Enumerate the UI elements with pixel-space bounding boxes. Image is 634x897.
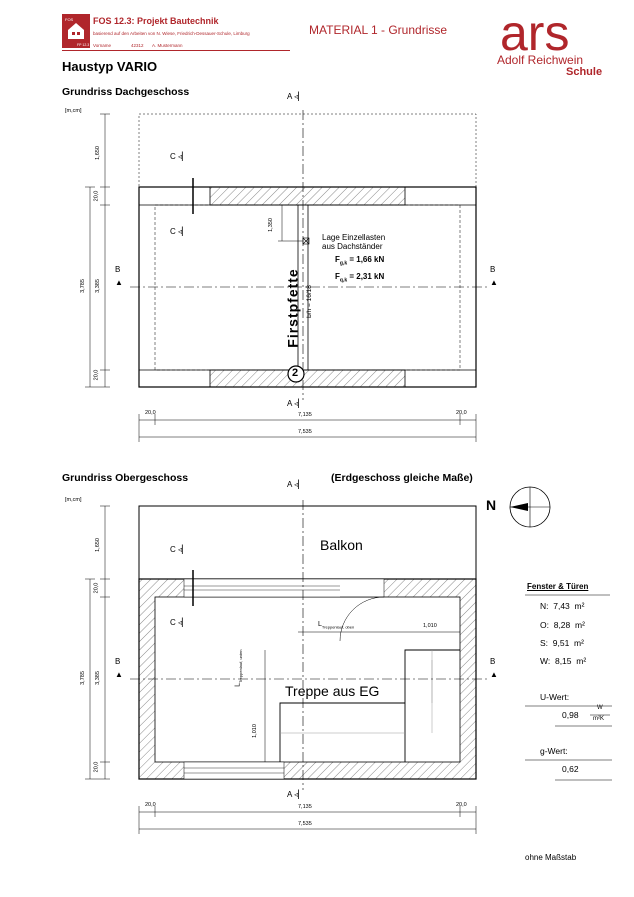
dg-dim-7135: 7,135 — [298, 412, 312, 418]
dg-plan — [85, 110, 490, 442]
badge-top: FOS — [65, 17, 74, 22]
og-balkon: Balkon — [320, 537, 363, 553]
sidebar-g-value: 0,62 — [562, 764, 579, 774]
og-dim-1010-top: 1,010 — [423, 623, 437, 629]
og-l-treppe-unten: LTreppenlauf, unten — [234, 649, 243, 687]
sidebar-row-w: W: 8,15 m² — [540, 656, 587, 666]
og-dim-7135: 7,135 — [298, 804, 312, 810]
course-title: FOS 12.3: Projekt Bautechnik — [93, 16, 219, 26]
og-b-left-arrow-icon: ▲ — [115, 670, 123, 679]
dg-dim-bottom-20-left: 20,0 — [145, 410, 156, 416]
ars-logo: ars — [500, 12, 569, 54]
dg-dim-20-top: 20,0 — [93, 190, 100, 202]
dg-section-b-left: B — [115, 265, 121, 274]
sidebar-row-o: O: 8,28 m² — [540, 620, 585, 630]
dg-fgk: Fg,k = 1,66 kN — [335, 255, 385, 267]
og-l-treppe-oben: LTreppenlauf, oben — [318, 621, 355, 630]
dg-dim-1350: 1,350 — [267, 218, 274, 232]
dg-dim-3385: 3,385 — [94, 279, 101, 293]
dg-section-b-right: B — [490, 265, 496, 274]
page-title: Haustyp VARIO — [62, 59, 158, 74]
dg-heading: Grundriss Dachgeschoss — [62, 86, 190, 98]
north-label: N — [486, 497, 497, 513]
og-dim-7535: 7,535 — [298, 821, 312, 827]
og-treppe: Treppe aus EG — [285, 683, 380, 699]
sidebar-row-n: N: 7,43 m² — [540, 601, 585, 611]
header-divider — [62, 50, 290, 51]
og-dim-20-top: 20,0 — [93, 582, 100, 594]
og-dim-bottom-20-left: 20,0 — [145, 802, 156, 808]
og-heading-note: (Erdgeschoss gleiche Maße) — [331, 472, 473, 484]
dg-section-c-1: C ◃▏ — [170, 152, 189, 161]
sidebar-u-unit-top: W — [597, 705, 603, 711]
og-b-right-arrow-icon: ▲ — [490, 670, 498, 679]
og-section-a-bottom: A ◃▏ — [287, 790, 305, 799]
course-basis: basierend auf den Arbeiten von N. Wiese,… — [93, 31, 250, 36]
logo-school-line-2: Schule — [566, 66, 603, 78]
og-section-c-2: C ◃▏ — [170, 618, 189, 627]
name-label: Vorname — [93, 43, 112, 48]
og-section-b-left: B — [115, 657, 121, 666]
dg-b-left-arrow-icon: ▲ — [115, 278, 123, 287]
dg-unit: [m,cm] — [65, 108, 82, 114]
og-unit: [m,cm] — [65, 497, 82, 503]
dg-fqk: Fq,k = 2,31 kN — [335, 272, 385, 284]
sidebar-u-label: U-Wert: — [540, 692, 570, 702]
dg-last-title-1: Lage Einzellasten — [322, 233, 386, 242]
og-dim-1010-left: 1,010 — [251, 724, 258, 738]
og-section-b-right: B — [490, 657, 496, 666]
dg-firstpfette: Firstpfette — [284, 268, 301, 348]
dg-section-a-top: A ◃▏ — [287, 92, 305, 101]
og-dim-3785: 3,785 — [79, 671, 86, 685]
logo-school-line-1: Adolf Reichwein — [497, 53, 584, 67]
dg-dim-bottom-20-right: 20,0 — [456, 410, 467, 416]
dg-section-a-bottom: A ◃▏ — [287, 399, 305, 408]
material-title: MATERIAL 1 - Grundrisse — [309, 23, 448, 37]
north-arrow-icon — [509, 486, 551, 528]
sidebar-g-label: g-Wert: — [540, 746, 568, 756]
og-heading: Grundriss Obergeschoss — [62, 472, 189, 484]
sidebar-u-unit-bottom: m²K — [593, 716, 604, 722]
dg-section-c-2: C ◃▏ — [170, 227, 189, 236]
dg-dim-20-bottom: 20,0 — [93, 369, 100, 381]
sidebar-u-value: 0,98 — [562, 710, 579, 720]
name-value: A. Mustermann — [152, 43, 183, 48]
dg-last-title-2: aus Dachständer — [322, 242, 383, 251]
sidebar-row-s: S: 9,51 m² — [540, 638, 584, 648]
og-dim-bottom-20-right: 20,0 — [456, 802, 467, 808]
dg-dim-3785: 3,785 — [79, 279, 86, 293]
og-plan — [85, 500, 490, 834]
badge-bottom: FP 12.3 — [77, 43, 89, 47]
dg-bh: b/h = 16/18 — [305, 285, 313, 318]
og-dim-1650: 1,650 — [94, 538, 101, 552]
og-dim-3385: 3,385 — [94, 671, 101, 685]
dg-dim-1650: 1,650 — [94, 146, 101, 160]
id-value: 42312 — [131, 43, 144, 48]
dg-dim-7535: 7,535 — [298, 429, 312, 435]
og-dim-20-bottom: 20,0 — [93, 761, 100, 773]
logo-text: ars — [500, 12, 569, 54]
dg-position-number: 2 — [292, 367, 299, 379]
og-section-c-1: C ◃▏ — [170, 545, 189, 554]
footer-scale-note: ohne Maßstab — [525, 853, 577, 862]
og-section-a-top: A ◃▏ — [287, 480, 305, 489]
sidebar-title: Fenster & Türen — [527, 582, 589, 591]
school-badge-icon: FOS FP 12.3 — [62, 14, 90, 48]
dg-b-right-arrow-icon: ▲ — [490, 278, 498, 287]
